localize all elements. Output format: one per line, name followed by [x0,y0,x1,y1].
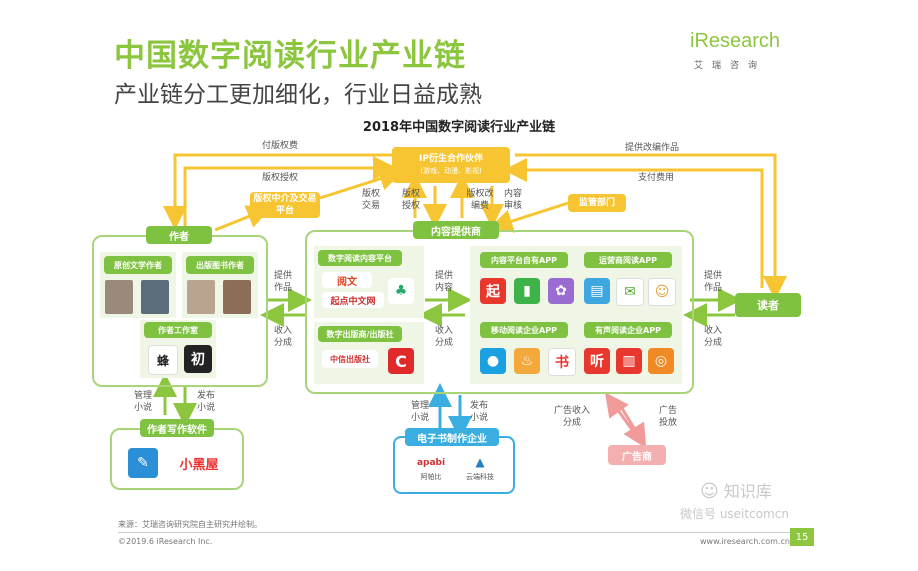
label-copyright-license: 版权授权 [262,173,299,183]
operator-apps-label: 运营商阅读APP [584,252,672,268]
label-ip-trade: 版权交易 [361,189,380,211]
apabi-cn-label: 阿帕比 [420,473,442,481]
publishers-label: 数字出版商/出版社 [318,326,402,342]
website: www.iresearch.com.cn [700,537,790,546]
ebook-maker-label: 电子书制作企业 [405,428,499,446]
audio-apps-label: 有声阅读企业APP [584,322,672,338]
label-revenue-share: 收入分成 [273,326,292,348]
apabi-logo: apabi [413,456,449,470]
label-publish-novel: 发布小说 [196,391,215,413]
content-provider-frame [305,230,694,394]
label-provide-works: 提供作品 [273,271,292,293]
app-penguin-icon: ● [480,348,506,374]
reader-box: 读者 [735,293,801,317]
platform-logo-1-icon: 阅文 [322,272,372,288]
copyright-agency-box: 版权中介及交易平台 [250,192,320,218]
ip-partner-title: IP衍生合作伙伴 [419,154,483,164]
own-apps-label: 内容平台自有APP [480,252,568,268]
app-qi-icon: 起 [480,278,506,304]
label-provide-adapted: 提供改编作品 [625,143,680,153]
mobile-apps-label: 移动阅读企业APP [480,322,568,338]
label-manage-novel: 管理小说 [133,391,152,413]
author-photo-3 [187,280,215,314]
label-ip-fee: 版权改编费 [466,189,494,211]
watermark: ☺ 知识库 [700,481,772,502]
yunding-label: 云端科技 [466,473,494,481]
publisher-logo-2-icon: C [388,348,414,374]
app-operator-3-icon: ☺ [648,278,676,306]
regulator-box: 监管部门 [568,194,626,212]
source-note: 来源：艾瑞咨询研究院自主研究并绘制。 [118,520,262,529]
wechat-icon: ☺ [700,481,719,502]
qidian-logo: 起点中文网 [322,292,384,308]
studio-logo-2-icon: 初 [184,345,212,373]
author-studio-label: 作者工作室 [144,322,212,338]
ip-partner-box: IP衍生合作伙伴 (游戏、动漫、影视) [392,147,510,183]
page-number: 15 [790,528,814,546]
label-ad-revenue: 广告收入分成 [553,406,590,428]
app-operator-1-icon: ▤ [584,278,610,304]
author-photo-1 [105,280,133,314]
app-mermaid-icon: ✿ [548,278,574,304]
studio-logo-1-icon: 蜂 [148,345,178,375]
author-photo-2 [141,280,169,314]
label-pay-fee: 支付费用 [638,173,675,183]
app-headphone-icon: ◎ [648,348,674,374]
footer-divider [118,532,790,533]
content-provider-label: 内容提供商 [413,221,499,239]
label-content-review: 内容审核 [503,189,522,211]
label-manage-novel-2: 管理小说 [410,401,429,423]
citic-logo: 中信出版社 [322,350,378,368]
platform-logo-3-icon: ♣ [388,278,414,304]
label-ad-placement: 广告投放 [658,406,677,428]
label-revenue-share-2: 收入分成 [434,326,453,348]
label-revenue-share-3: 收入分成 [703,326,722,348]
watermark-sub: 微信号 useitcomcn [680,507,789,521]
iresearch-logo: iResearch [690,30,780,53]
logo-subtext: 艾瑞咨询 [694,61,767,71]
logo-text: iResearch [690,30,781,52]
ip-partner-sub: (游戏、动漫、影视) [420,167,482,175]
label-ip-license: 版权授权 [401,189,420,211]
author-label: 作者 [146,226,212,244]
page-subtitle: 产业链分工更加细化，行业日益成熟 [114,82,482,108]
label-publish-novel-2: 发布小说 [469,401,488,423]
page-title: 中国数字阅读行业产业链 [114,38,466,74]
app-shu-icon: 书 [548,348,576,376]
label-provide-works-2: 提供作品 [703,271,722,293]
yunding-icon: ▲ [462,454,498,470]
app-operator-2-icon: ✉ [616,278,644,306]
app-book-icon: ▮ [514,278,540,304]
label-pay-royalty: 付版权费 [262,141,299,151]
app-flame-icon: ♨ [514,348,540,374]
xiaoheiwu-logo: 小黑屋 [168,450,230,476]
label-provide-content: 提供内容 [434,271,453,293]
original-writer-label: 原创文学作者 [104,256,172,274]
writing-software-label: 作者写作软件 [140,419,214,437]
software-logo-1-icon: ✎ [128,448,158,478]
diagram-title: 2018年中国数字阅读行业产业链 [362,120,556,135]
published-author-label: 出版图书作者 [186,256,254,274]
advertiser-box: 广告商 [608,445,666,465]
author-photo-4 [223,280,251,314]
copyright-note: ©2019.6 iResearch Inc. [118,537,213,546]
digital-platform-label: 数字阅读内容平台 [318,250,402,266]
app-ting-icon: 听 [584,348,610,374]
app-radio-icon: ▥ [616,348,642,374]
